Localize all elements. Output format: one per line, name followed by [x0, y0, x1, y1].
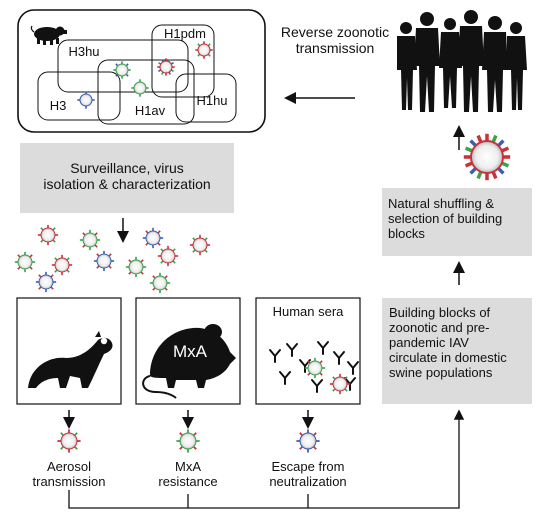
mxa-resistance-label: MxA resistance: [138, 459, 238, 490]
h3hu-region: [57, 39, 189, 93]
virus-particle: [14, 251, 36, 273]
virus-particle: [51, 254, 73, 276]
virus-particle: [304, 357, 326, 379]
mxa-resistance-line2: resistance: [158, 473, 218, 489]
building-blocks-line2: zoonotic and pre-: [389, 319, 490, 335]
virus-particle: [157, 58, 175, 76]
escape-virus: [296, 429, 320, 453]
aerosol-virus: [57, 429, 81, 453]
ferret-icon: [28, 331, 113, 388]
h1av-region: [97, 59, 195, 125]
human-silhouettes: [397, 10, 527, 112]
mxa-resistance-line1: MxA: [175, 459, 201, 474]
virus-particle: [125, 256, 147, 278]
natural-shuffling-line3: blocks: [388, 225, 425, 241]
mxa-virus: [176, 429, 200, 453]
virus-particle: [113, 61, 131, 79]
virus-particle: [35, 271, 57, 293]
virus-particle: [142, 227, 164, 249]
surveillance-label: Surveillance, virus isolation & characte…: [20, 160, 234, 192]
natural-shuffling-line2: selection of building: [388, 210, 503, 226]
swine-farm-box: [17, 9, 266, 133]
surveillance-line1: Surveillance, virus: [70, 160, 184, 176]
building-blocks-line3: pandemic IAV: [389, 334, 469, 350]
h3hu-label: H3hu: [68, 44, 100, 59]
aerosol-label: Aerosol transmission: [9, 459, 129, 490]
natural-shuffling-line1: Natural shuffling &: [388, 196, 494, 211]
ferret-model-box: [16, 297, 122, 405]
building-blocks-line5: swine populations: [389, 364, 493, 380]
h1av-label: H1av: [134, 103, 166, 118]
h1hu-label: H1hu: [196, 93, 228, 108]
virus-particle: [195, 41, 213, 59]
virus-particle: [37, 224, 59, 246]
building-blocks-box: [382, 298, 532, 404]
mouse-model-box: [135, 297, 241, 405]
mxa-mouse-label: MxA: [173, 342, 207, 361]
virus-particle: [149, 272, 171, 294]
reverse-zoonotic-label: Reverse zoonotic transmission: [280, 24, 390, 56]
antibody-icons: [269, 341, 359, 393]
surveillance-line2: isolation & characterization: [43, 176, 211, 193]
virus-particle: [131, 79, 149, 97]
reassortant-virus: [463, 133, 511, 181]
virus-particle: [157, 245, 179, 267]
h1pdm-label: H1pdm: [164, 26, 206, 41]
virus-particle: [329, 373, 351, 395]
natural-shuffling-box: [382, 188, 532, 256]
building-blocks-line1: Building blocks of: [389, 305, 491, 320]
natural-shuffling-label: Natural shuffling & selection of buildin…: [388, 196, 528, 242]
escape-line2: neutralization: [269, 473, 347, 489]
feedback-loop-line: [68, 409, 465, 509]
aerosol-line1: Aerosol: [46, 459, 92, 474]
surveillance-box: [20, 143, 234, 213]
h3-region: [37, 71, 121, 121]
escape-line1: Escape from: [271, 459, 345, 474]
pig-icon: [30, 25, 67, 45]
h1pdm-region: [151, 24, 215, 98]
escape-label: Escape from neutralization: [248, 459, 368, 490]
virus-particle: [77, 91, 95, 109]
aerosol-line2: transmission: [32, 473, 106, 489]
virus-particle: [93, 250, 115, 272]
building-blocks-label: Building blocks of zoonotic and pre- pan…: [389, 305, 531, 381]
virus-particle: [79, 229, 101, 251]
human-sera-box: [255, 297, 361, 405]
virus-particle: [189, 234, 211, 256]
mouse-icon: [142, 324, 236, 399]
h1hu-region: [175, 73, 237, 123]
reverse-zoonotic-line1: Reverse zoonotic: [280, 24, 390, 40]
reverse-zoonotic-line2: transmission: [295, 40, 375, 57]
human-sera-label: Human sera: [272, 304, 344, 319]
building-blocks-line4: circulate in domestic: [389, 349, 507, 365]
h3-label: H3: [49, 98, 67, 113]
